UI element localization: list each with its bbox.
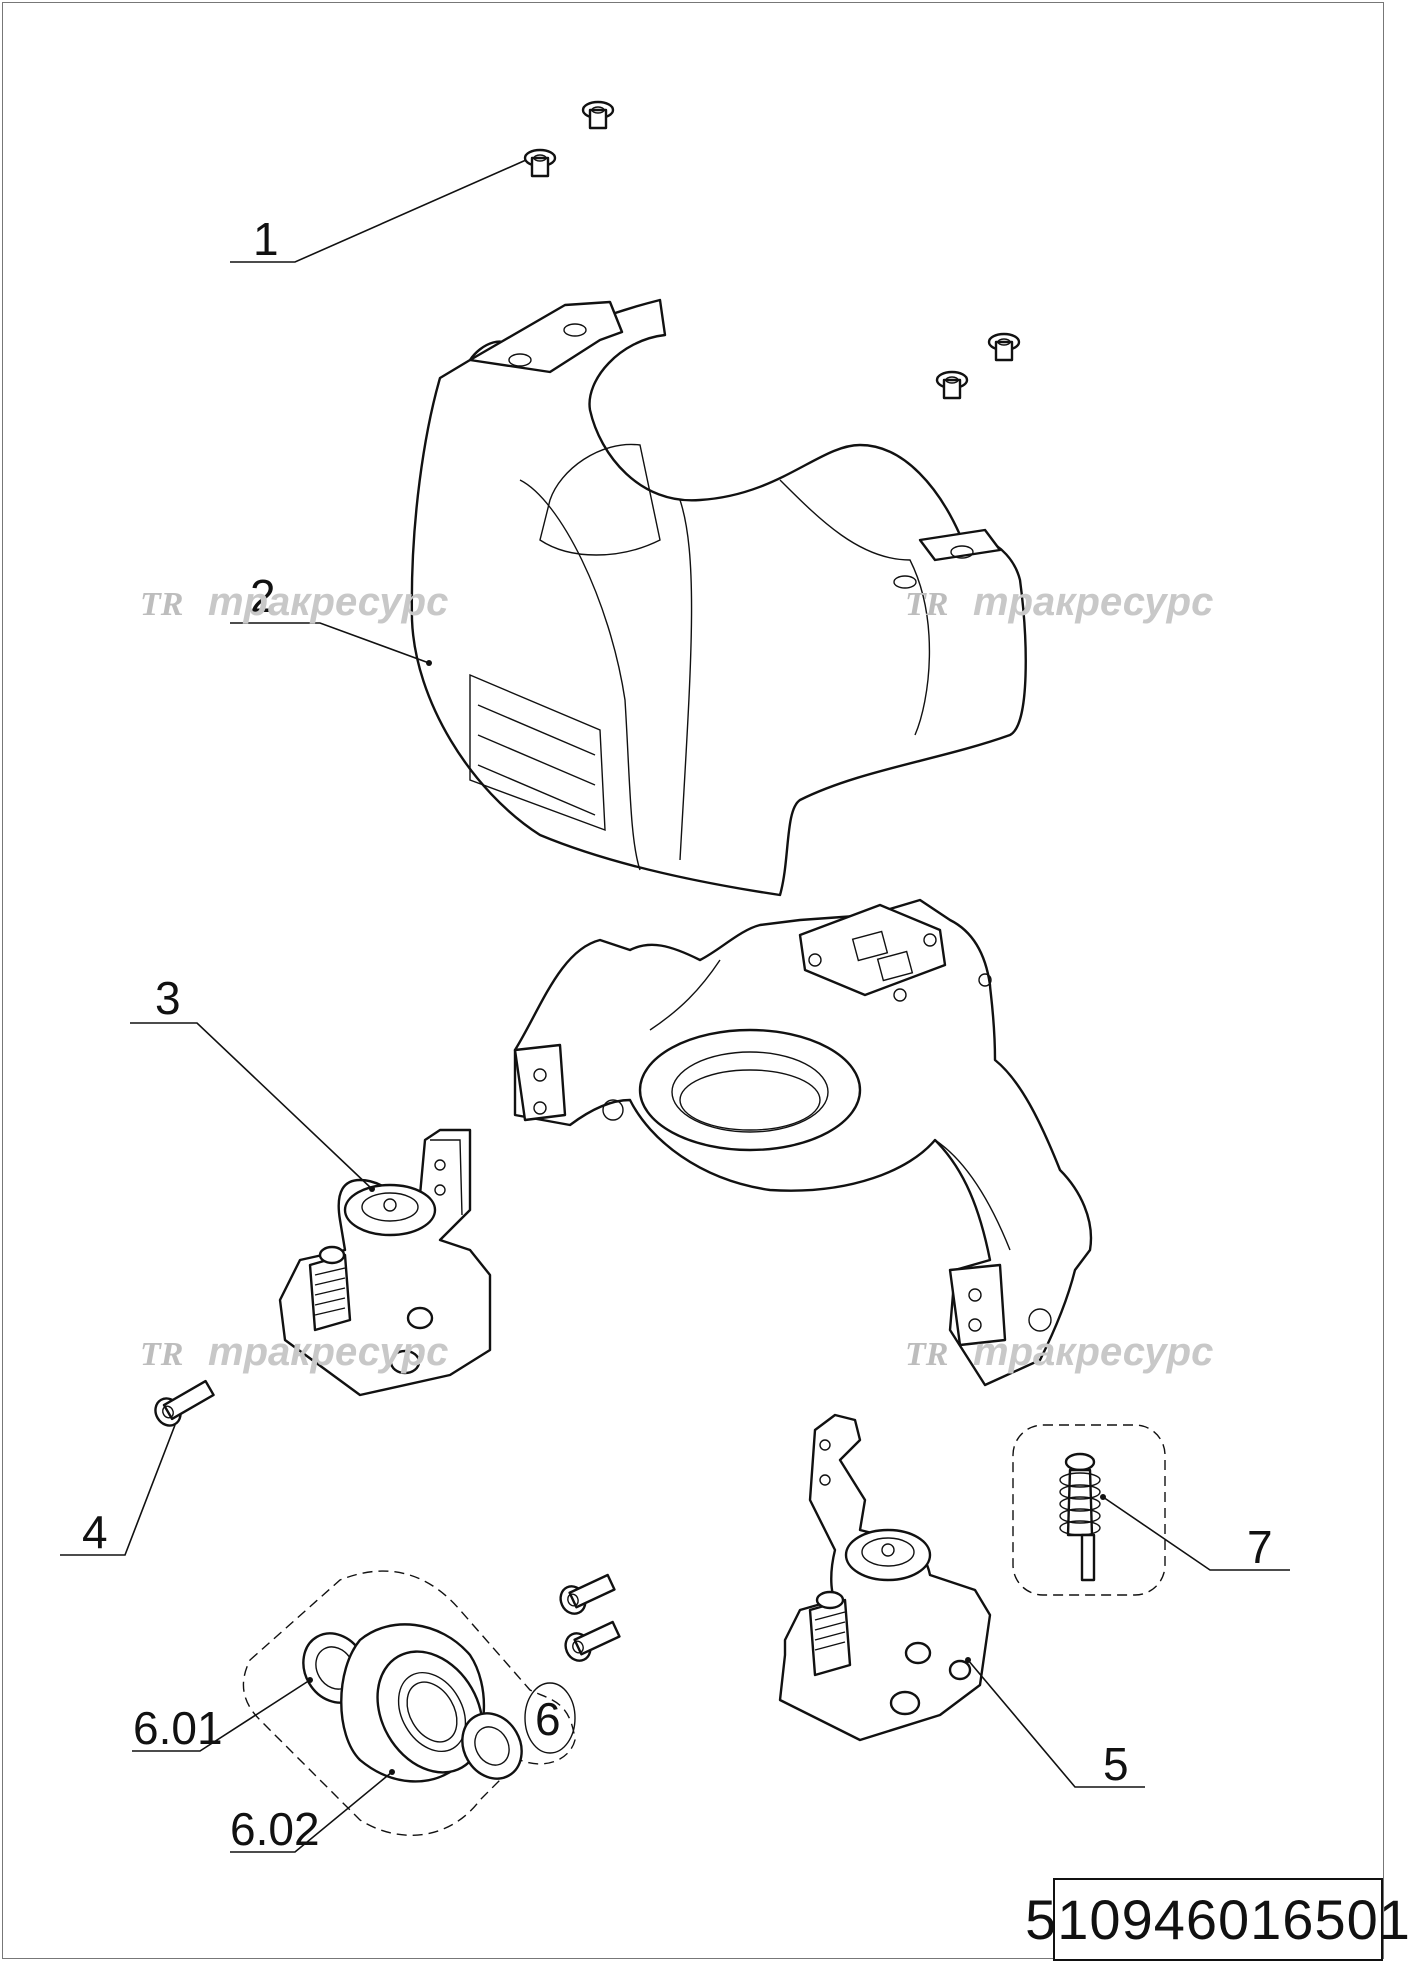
cover-screws-right: [935, 332, 1021, 400]
watermarks: TR тракресурс TR тракресурс TR тракресур…: [140, 580, 1213, 1374]
watermark-logo: TR: [905, 586, 948, 623]
watermark-logo: TR: [905, 1336, 948, 1373]
watermark-text: тракресурс: [973, 580, 1213, 624]
part-4-bolt: [154, 1379, 215, 1427]
callout-1: 1: [253, 213, 279, 265]
part-7-spring-bolt: [1012, 1424, 1166, 1596]
callout-5: 5: [1103, 1738, 1129, 1790]
watermark-text: тракресурс: [208, 580, 448, 624]
watermark-text: тракресурс: [973, 1330, 1213, 1374]
watermark-text: тракресурс: [208, 1330, 448, 1374]
callout-6-02: 6.02: [230, 1803, 320, 1855]
part-2-cover: [410, 298, 1027, 897]
part-1-screws: [523, 100, 615, 178]
callout-3: 3: [155, 972, 181, 1024]
callout-4: 4: [82, 1506, 108, 1558]
callout-labels: 1 2 3 4 5 6 6.01 6.02 7: [82, 213, 1273, 1855]
part-5-tensioner-assembly: [778, 1413, 992, 1742]
part-number: 510946016501: [1025, 1888, 1411, 1951]
main-frame-bracket: [513, 898, 1093, 1387]
callout-2: 2: [250, 570, 276, 622]
callout-6-ring: [524, 1682, 576, 1754]
callout-7: 7: [1247, 1521, 1273, 1573]
part-3-tensioner-assembly: [278, 1128, 492, 1397]
part-number-box: 510946016501: [1025, 1878, 1410, 1961]
watermark-logo: TR: [140, 586, 183, 623]
callout-6-01: 6.01: [133, 1702, 223, 1754]
part-6-bolts: [559, 1573, 621, 1662]
leader-lines: [60, 159, 1290, 1853]
watermark-logo: TR: [140, 1336, 183, 1373]
part-6-roller-assembly: [242, 1570, 576, 1836]
callout-6: 6: [535, 1693, 561, 1745]
